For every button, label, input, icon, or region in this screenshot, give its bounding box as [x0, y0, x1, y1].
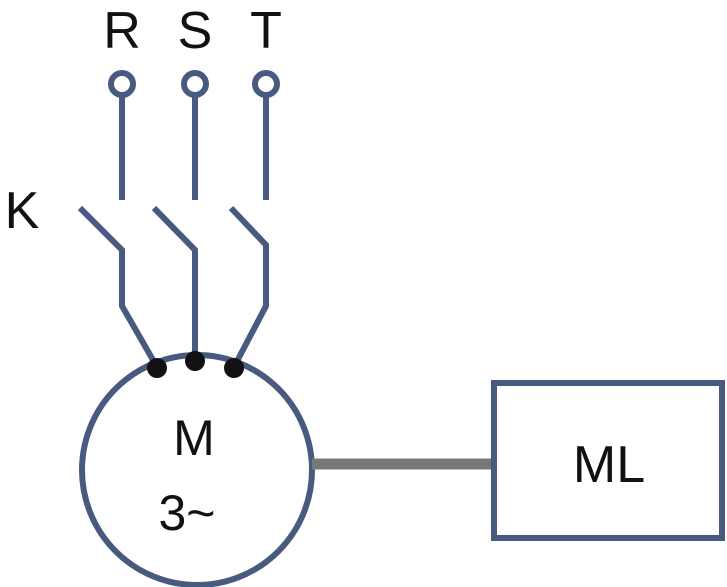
terminal-r	[108, 70, 136, 98]
terminal-t	[252, 70, 280, 98]
switch-label-k: K	[5, 182, 40, 240]
phase-label-s: S	[178, 2, 213, 60]
phase-label-t: T	[250, 2, 282, 60]
switch-blade-s	[151, 205, 198, 360]
junction-dot-t	[224, 358, 244, 378]
terminal-s	[181, 70, 209, 98]
load-label: ML	[573, 436, 645, 494]
motor-label-m: M	[173, 410, 215, 466]
load-box	[491, 380, 725, 541]
junction-dot-r	[147, 358, 167, 378]
switch-blade-t	[228, 205, 269, 369]
switch-contacts	[77, 205, 269, 369]
junction-dot-s	[185, 351, 205, 371]
motor-symbol	[79, 352, 315, 587]
phase-label-r: R	[103, 2, 141, 60]
motor-label-phase: 3~	[158, 485, 215, 541]
incoming-wires	[119, 95, 269, 200]
switch-blade-r	[77, 205, 160, 369]
